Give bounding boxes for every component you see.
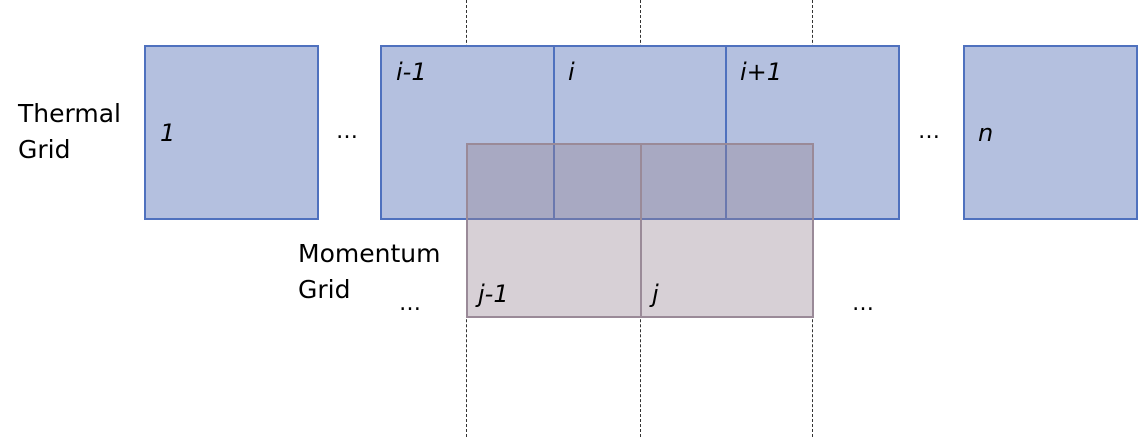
momentum-cell-right: [640, 143, 814, 318]
momentum-cell-left-label: j-1: [478, 280, 509, 308]
thermal-cell-last-label: n: [978, 119, 994, 147]
momentum-grid-label: Momentum Grid: [298, 239, 441, 304]
thermal-cell-last: [963, 45, 1138, 220]
momentum-ellipsis-right: …: [852, 291, 874, 316]
thermal-divider-1: [553, 45, 555, 220]
thermal-ellipsis-left: …: [336, 119, 358, 144]
thermal-cell-center-label: i: [568, 58, 575, 86]
thermal-ellipsis-right: …: [918, 119, 940, 144]
momentum-cell-right-label: j: [652, 280, 659, 308]
momentum-ellipsis-left: …: [399, 291, 421, 316]
thermal-grid-label: Thermal Grid: [18, 99, 121, 164]
thermal-cell-first-label: 1: [160, 119, 176, 147]
thermal-cell-right-label: i+1: [740, 58, 783, 86]
thermal-cell-left-label: i-1: [396, 58, 427, 86]
thermal-cell-first: [144, 45, 319, 220]
thermal-divider-2: [725, 45, 727, 220]
